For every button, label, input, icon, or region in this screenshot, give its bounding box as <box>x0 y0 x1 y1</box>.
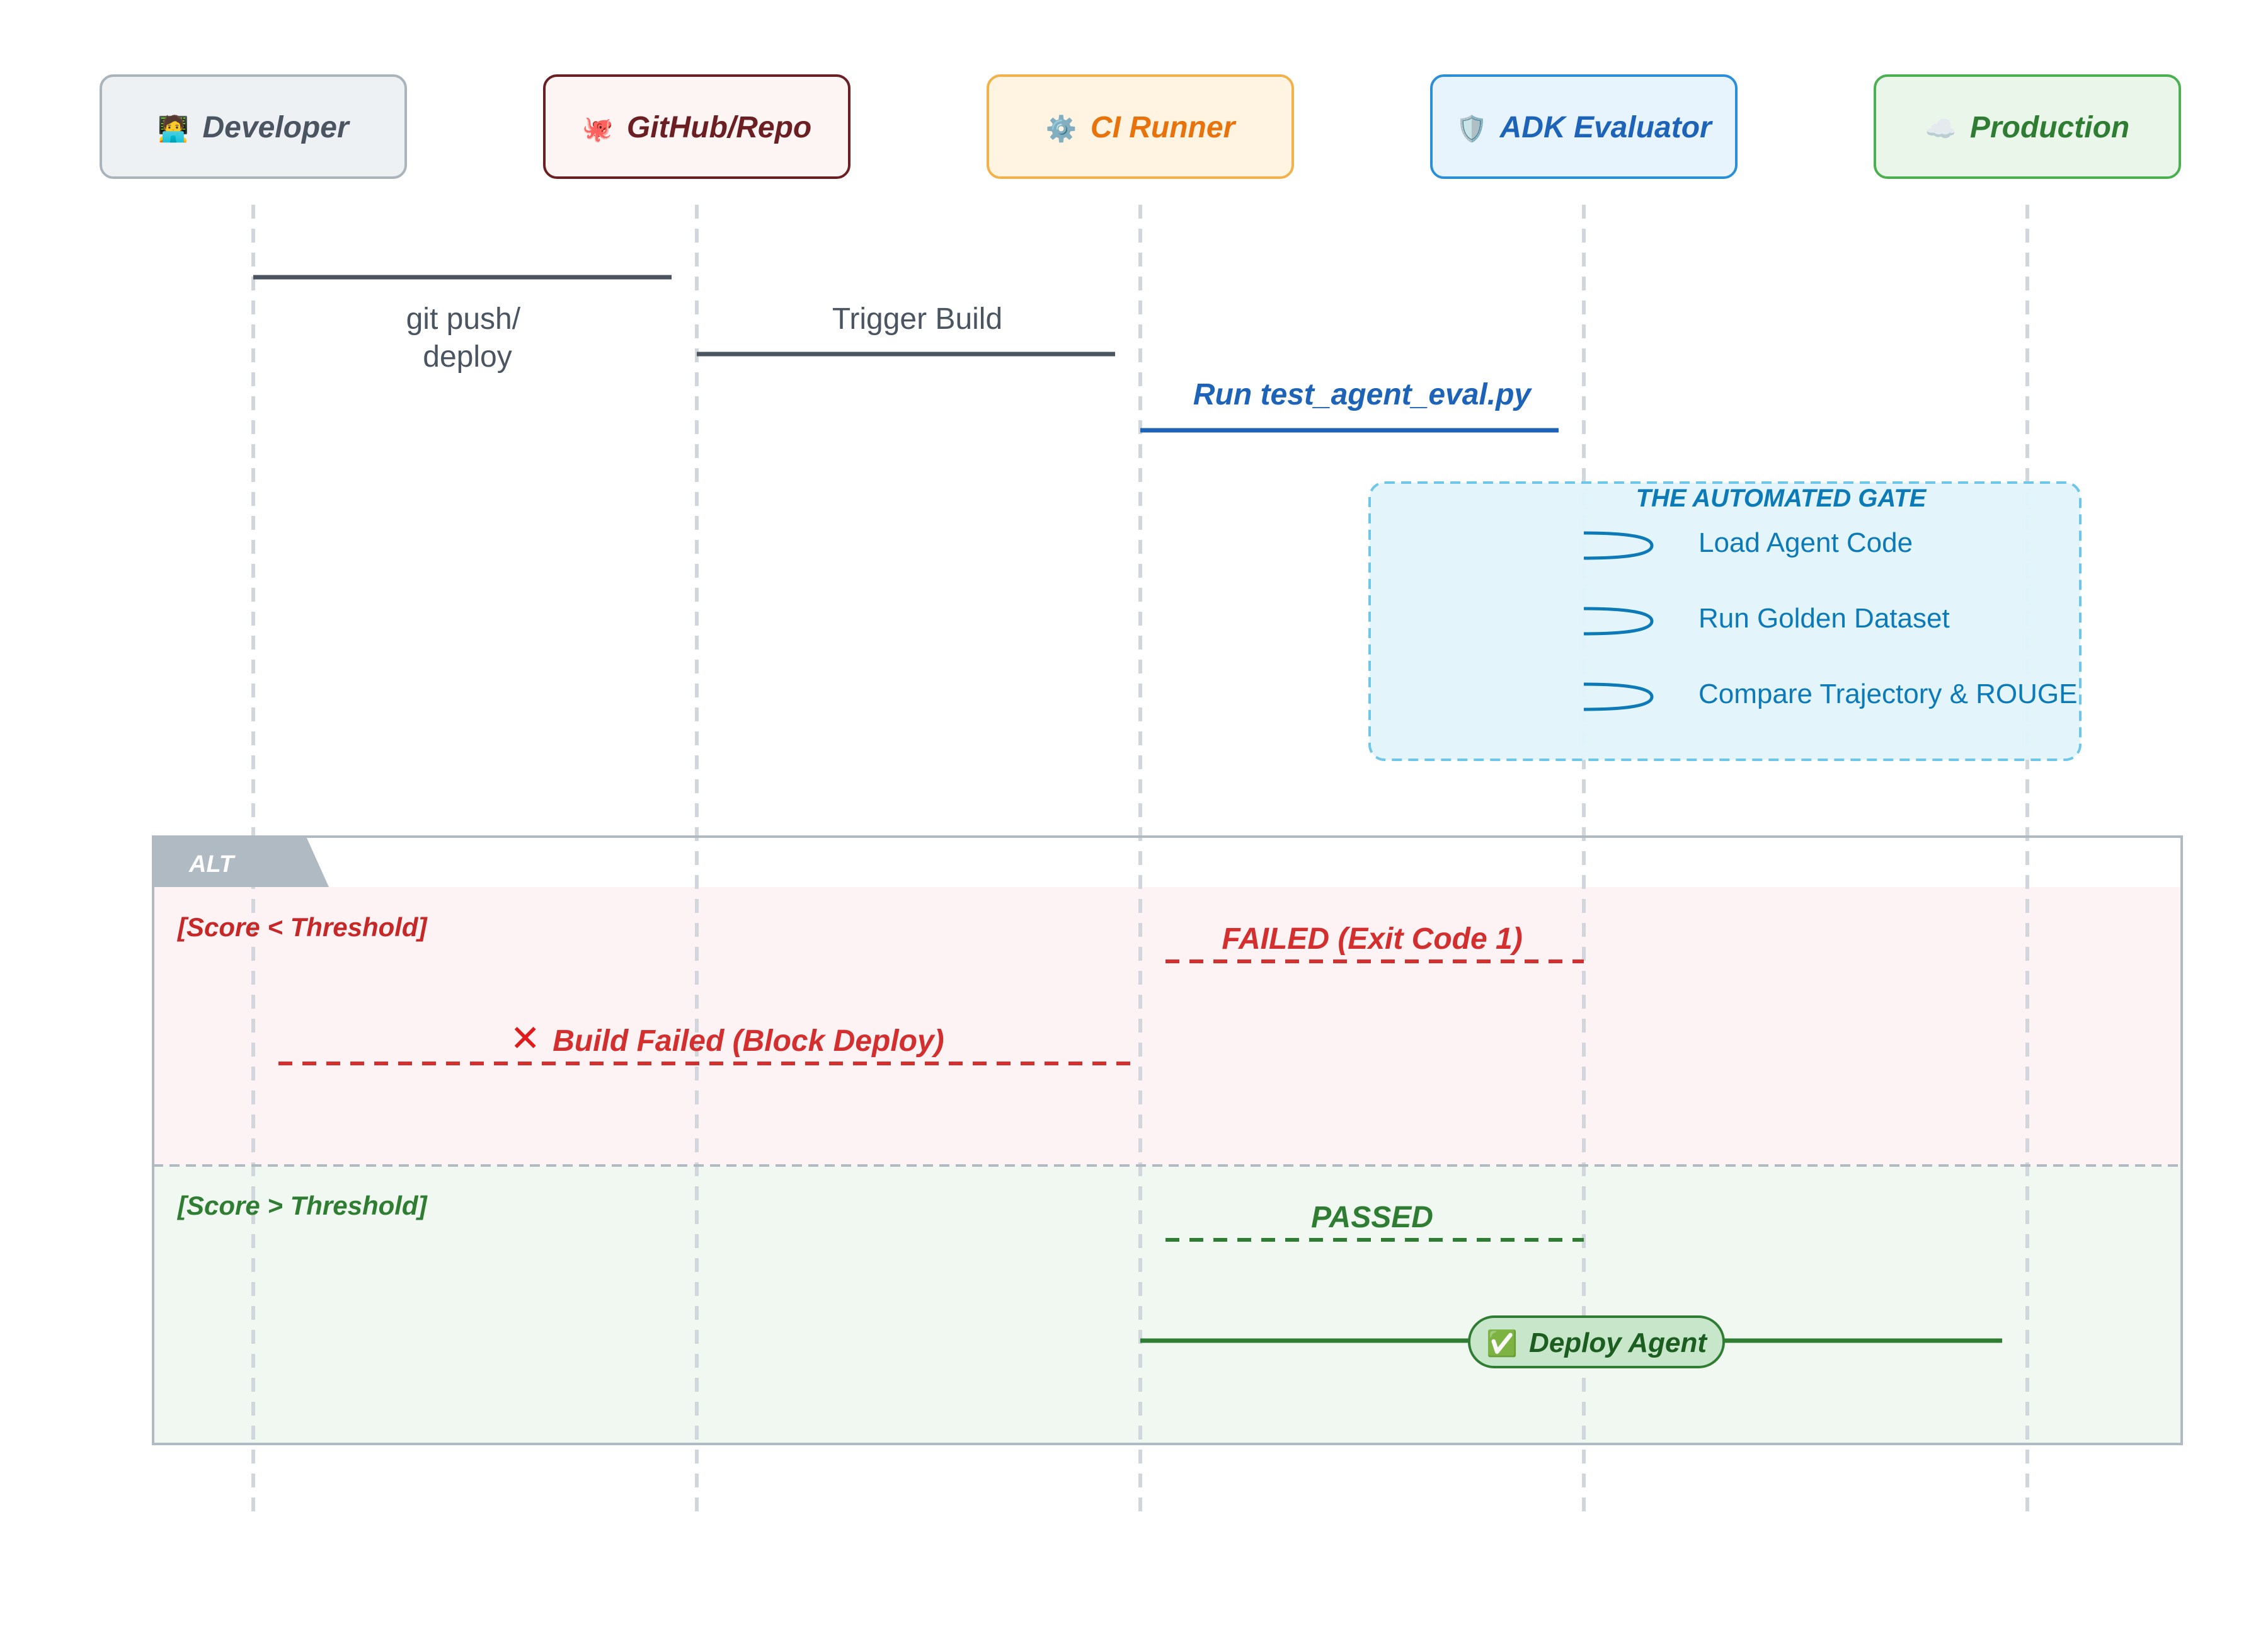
alt-pass-region <box>153 1166 2182 1444</box>
svg-text:⚙️ CI Runner: ⚙️ CI Runner <box>1046 111 1237 144</box>
actor-production[interactable]: ☁️ Production <box>1874 74 2181 179</box>
alt-tag-label: ALT <box>188 851 236 878</box>
deploy-agent-pill: ✅ Deploy Agent <box>1468 1315 1725 1368</box>
message-git-push-label: git push/ deploy <box>406 302 529 374</box>
check-icon: ✅ <box>1486 1329 1518 1358</box>
octopus-icon: 🐙 <box>582 115 614 144</box>
automated-gate-note: THE AUTOMATED GATE Load Agent Code Run G… <box>1368 481 2082 761</box>
build-failed-text: Build Failed (Block Deploy) <box>553 1024 944 1058</box>
gate-step-load: Load Agent Code <box>1698 527 1913 558</box>
message-trigger-build-label: Trigger Build <box>832 302 1002 336</box>
fail-condition: [Score < Threshold] <box>176 912 428 942</box>
gate-step-compare: Compare Trajectory & ROUGE <box>1698 679 2078 709</box>
actor-adk-evaluator[interactable]: 🛡️ ADK Evaluator <box>1430 74 1738 179</box>
actor-ci-runner[interactable]: ⚙️ CI Runner <box>987 74 1294 179</box>
self-call-arrow-icon <box>1583 531 1654 560</box>
svg-text:✅ Deploy Agent: ✅ Deploy Agent <box>1486 1327 1708 1358</box>
self-call-arrow-icon <box>1583 682 1654 711</box>
alt-frame <box>152 835 2183 1445</box>
alt-tag <box>153 837 329 887</box>
self-call-arrow-icon <box>1583 607 1654 636</box>
deploy-agent-text: Deploy Agent <box>1529 1327 1708 1358</box>
actor-github[interactable]: 🐙 GitHub/Repo <box>543 74 850 179</box>
developer-icon: 🧑‍💻 <box>158 113 189 143</box>
svg-text:🐙 GitHub/Repo: 🐙 GitHub/Repo <box>582 111 811 144</box>
svg-text:☁️ Production: ☁️ Production <box>1925 111 2129 144</box>
shield-icon: 🛡️ <box>1456 114 1487 143</box>
actor-label: GitHub/Repo <box>627 111 811 144</box>
message-passed-label: PASSED <box>1311 1201 1433 1234</box>
pass-condition: [Score > Threshold] <box>176 1191 428 1220</box>
message-failed-label: FAILED (Exit Code 1) <box>1222 922 1522 956</box>
alt-fail-region <box>153 887 2182 1166</box>
actor-label: CI Runner <box>1091 111 1237 144</box>
gear-icon: ⚙️ <box>1046 114 1077 143</box>
actor-label: ADK Evaluator <box>1499 111 1713 144</box>
actor-label: Production <box>1970 111 2129 144</box>
message-build-failed-label: ✕ Build Failed (Block Deploy) <box>510 1018 944 1059</box>
gate-step-golden: Run Golden Dataset <box>1698 603 1950 634</box>
gate-title: THE AUTOMATED GATE <box>1636 484 1927 512</box>
actor-developer[interactable]: 🧑‍💻 Developer <box>100 74 407 179</box>
svg-text:🛡️ ADK Evaluator: 🛡️ ADK Evaluator <box>1456 111 1713 144</box>
actor-label: Developer <box>203 111 350 144</box>
svg-text:🧑‍💻 Developer: 🧑‍💻 Developer <box>158 111 350 144</box>
close-icon: ✕ <box>510 1018 541 1059</box>
cloud-icon: ☁️ <box>1925 115 1957 143</box>
message-run-eval-label: Run test_agent_eval.py <box>1193 378 1532 411</box>
